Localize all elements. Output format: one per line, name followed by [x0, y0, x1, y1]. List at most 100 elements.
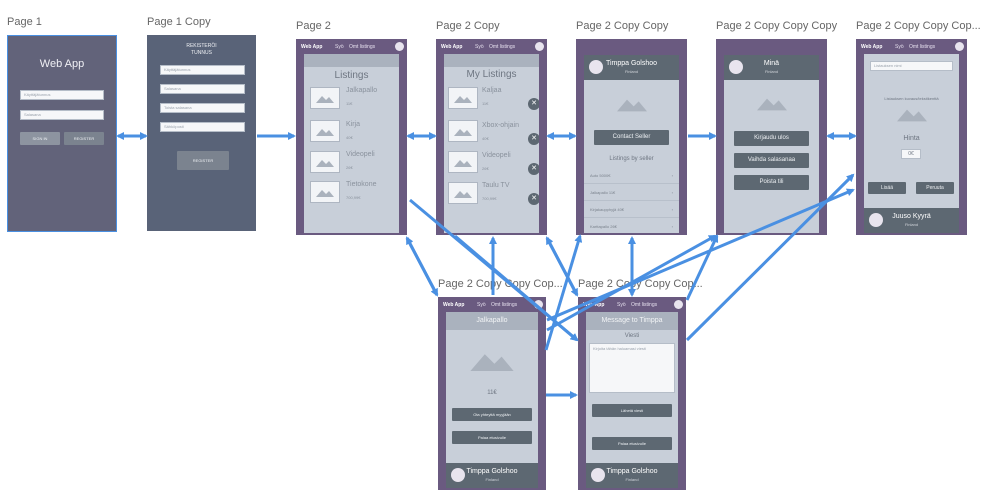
board-label-page-1-copy: Page 1 Copy: [147, 16, 211, 28]
item-name: Xbox-ohjain: [482, 122, 519, 129]
screen: Message to Timppa Viesti Kirjoita tähän …: [586, 312, 678, 488]
image-placeholder-icon: [310, 151, 340, 173]
register-button[interactable]: REGISTER: [64, 132, 104, 145]
image-placeholder-icon: [584, 80, 679, 125]
board-page-1[interactable]: Web App Käyttäjätunnus Salasana SIGN IN …: [7, 35, 117, 232]
avatar[interactable]: [534, 300, 543, 309]
board-label-page-2-copy-copy-cop-b: Page 2 Copy Copy Cop...: [438, 278, 563, 290]
back-to-home-button[interactable]: Palaa etusivulle: [592, 437, 672, 450]
profile-country: Finland: [485, 477, 499, 482]
profile-bar: Timppa Golshoo Finland: [584, 55, 679, 80]
image-placeholder-icon: [448, 182, 478, 204]
header-band: [304, 54, 399, 67]
username-field[interactable]: Käyttäjätunnus: [20, 90, 104, 100]
avatar[interactable]: [535, 42, 544, 51]
nav-link-2[interactable]: Syö: [895, 44, 904, 50]
signin-button[interactable]: SIGN IN: [20, 132, 60, 145]
item-name: Tietokone: [346, 181, 377, 188]
board-page-2-copy-copy-copy[interactable]: Minä Finland Kirjaudu ulos Vaihda salasa…: [716, 39, 827, 235]
nav-home-link[interactable]: Web App: [443, 302, 465, 308]
nav-link-3[interactable]: Omt listings: [631, 302, 658, 308]
arrow: [544, 234, 583, 351]
delete-icon[interactable]: ✕: [528, 193, 539, 205]
nav-link-3[interactable]: Omt listings: [909, 44, 936, 50]
user-avatar-icon: [451, 468, 465, 482]
delete-icon[interactable]: ✕: [528, 133, 539, 145]
avatar[interactable]: [674, 300, 683, 309]
message-subtitle: Viesti: [624, 333, 640, 339]
send-message-button[interactable]: Lähetä viesti: [592, 404, 672, 417]
cancel-button[interactable]: Peruuta: [916, 182, 954, 194]
nav-link-2[interactable]: Syö: [475, 44, 484, 50]
contact-seller-button[interactable]: Contact Seller: [594, 130, 669, 145]
nav-home-link[interactable]: Web App: [301, 44, 323, 50]
reg-password-repeat-field[interactable]: Toista salasana: [160, 103, 245, 113]
nav-link-3[interactable]: Omt listings: [349, 44, 376, 50]
item-name: Kirja: [346, 121, 361, 128]
board-label-page-2-copy-copy-copy: Page 2 Copy Copy Copy: [716, 20, 838, 32]
reg-username-field[interactable]: Käyttäjätunnus: [160, 65, 245, 75]
nav-link-2[interactable]: Syö: [617, 302, 626, 308]
header-band: [444, 54, 539, 67]
nav-link-3[interactable]: Omt listings: [489, 44, 516, 50]
board-label-page-2-copy-copy-cop-a: Page 2 Copy Copy Cop...: [856, 20, 981, 32]
delete-account-button[interactable]: Poista tili: [734, 175, 809, 190]
seller-listing-row[interactable]: Karttapallo 26€›: [584, 218, 679, 233]
profile-name: Timppa Golshoo: [605, 60, 658, 67]
header-band: [586, 312, 678, 330]
delete-icon[interactable]: ✕: [528, 163, 539, 175]
screen: Listings Jalkapallo 11€ Kirja 40€ Videop…: [304, 54, 399, 233]
board-label-page-1: Page 1: [7, 16, 42, 28]
chevron-right-icon: ›: [671, 207, 673, 212]
image-placeholder-icon: [310, 120, 340, 142]
arrow: [405, 236, 439, 296]
image-placeholder-icon: [448, 87, 478, 109]
back-to-home-button[interactable]: Palaa etusivulle: [452, 431, 532, 444]
nav-link-3[interactable]: Omt listings: [491, 302, 518, 308]
seller-listing-row[interactable]: Auto 5000€›: [584, 167, 679, 184]
avatar[interactable]: [955, 42, 964, 51]
avatar[interactable]: [395, 42, 404, 51]
board-page-2[interactable]: Web App Syö Omt listings Listings Jalkapal…: [296, 39, 407, 235]
reg-register-button[interactable]: REGISTER: [177, 151, 229, 170]
nav-home-link[interactable]: Web App: [441, 44, 463, 50]
message-textarea[interactable]: Kirjoita tähän haluamasi viesti: [589, 343, 675, 393]
delete-icon[interactable]: ✕: [528, 98, 539, 110]
board-new-listing[interactable]: Web App Syö Omt listings Listauksen nimi L…: [856, 39, 967, 235]
message-title: Message to Timppa: [601, 317, 663, 324]
nav-link-2[interactable]: Syö: [477, 302, 486, 308]
row-text: Kirjakaupphyjä 40€: [590, 207, 625, 212]
profile-country: Finland: [625, 477, 639, 482]
arrow: [546, 188, 855, 322]
board-page-2-copy-copy[interactable]: Timppa Golshoo Finland Contact Seller Li…: [576, 39, 687, 235]
reg-password-field[interactable]: Salasana: [160, 84, 245, 94]
item-price: 26€: [346, 165, 353, 170]
board-page-1-copy[interactable]: REKISTERÖI TUNNUS Käyttäjätunnus Salasan…: [147, 35, 256, 231]
change-password-button[interactable]: Vaihda salasanaa: [734, 153, 809, 168]
price-field[interactable]: 0€: [901, 149, 921, 159]
item-name: Jalkapallo: [346, 87, 378, 94]
item-price: 40€: [346, 135, 353, 140]
listings-by-seller-heading: Listings by seller: [609, 156, 654, 162]
contact-seller-button[interactable]: Ota yhteyttä myyjään: [452, 408, 532, 421]
seller-listing-row[interactable]: Kirjakaupphyjä 40€ ›: [584, 201, 679, 218]
nav-bar: Web App Syö Omt listings: [296, 39, 407, 54]
nav-bar: Web App Syö Omt listings: [436, 39, 547, 54]
listing-price: 11€: [487, 390, 497, 396]
nav-bar: Web App Syö Omt listings: [438, 297, 546, 312]
profile-bar: Timppa Golshoo Finland: [586, 463, 678, 488]
reg-email-field[interactable]: Sähköposti: [160, 122, 245, 132]
password-field[interactable]: Salasana: [20, 110, 104, 120]
nav-home-link[interactable]: Web App: [861, 44, 883, 50]
listing-name-field[interactable]: Listauksen nimi: [870, 61, 953, 71]
nav-link-2[interactable]: Syö: [335, 44, 344, 50]
logout-button[interactable]: Kirjaudu ulos: [734, 131, 809, 146]
listing-description-field[interactable]: Listauksen kuvaus/tekstikenttä: [884, 96, 939, 101]
add-button[interactable]: Lisää: [868, 182, 906, 194]
profile-bar: Juuso Kyyrä Finland: [864, 208, 959, 233]
seller-listing-row[interactable]: Jalkapallo 11€›: [584, 184, 679, 201]
